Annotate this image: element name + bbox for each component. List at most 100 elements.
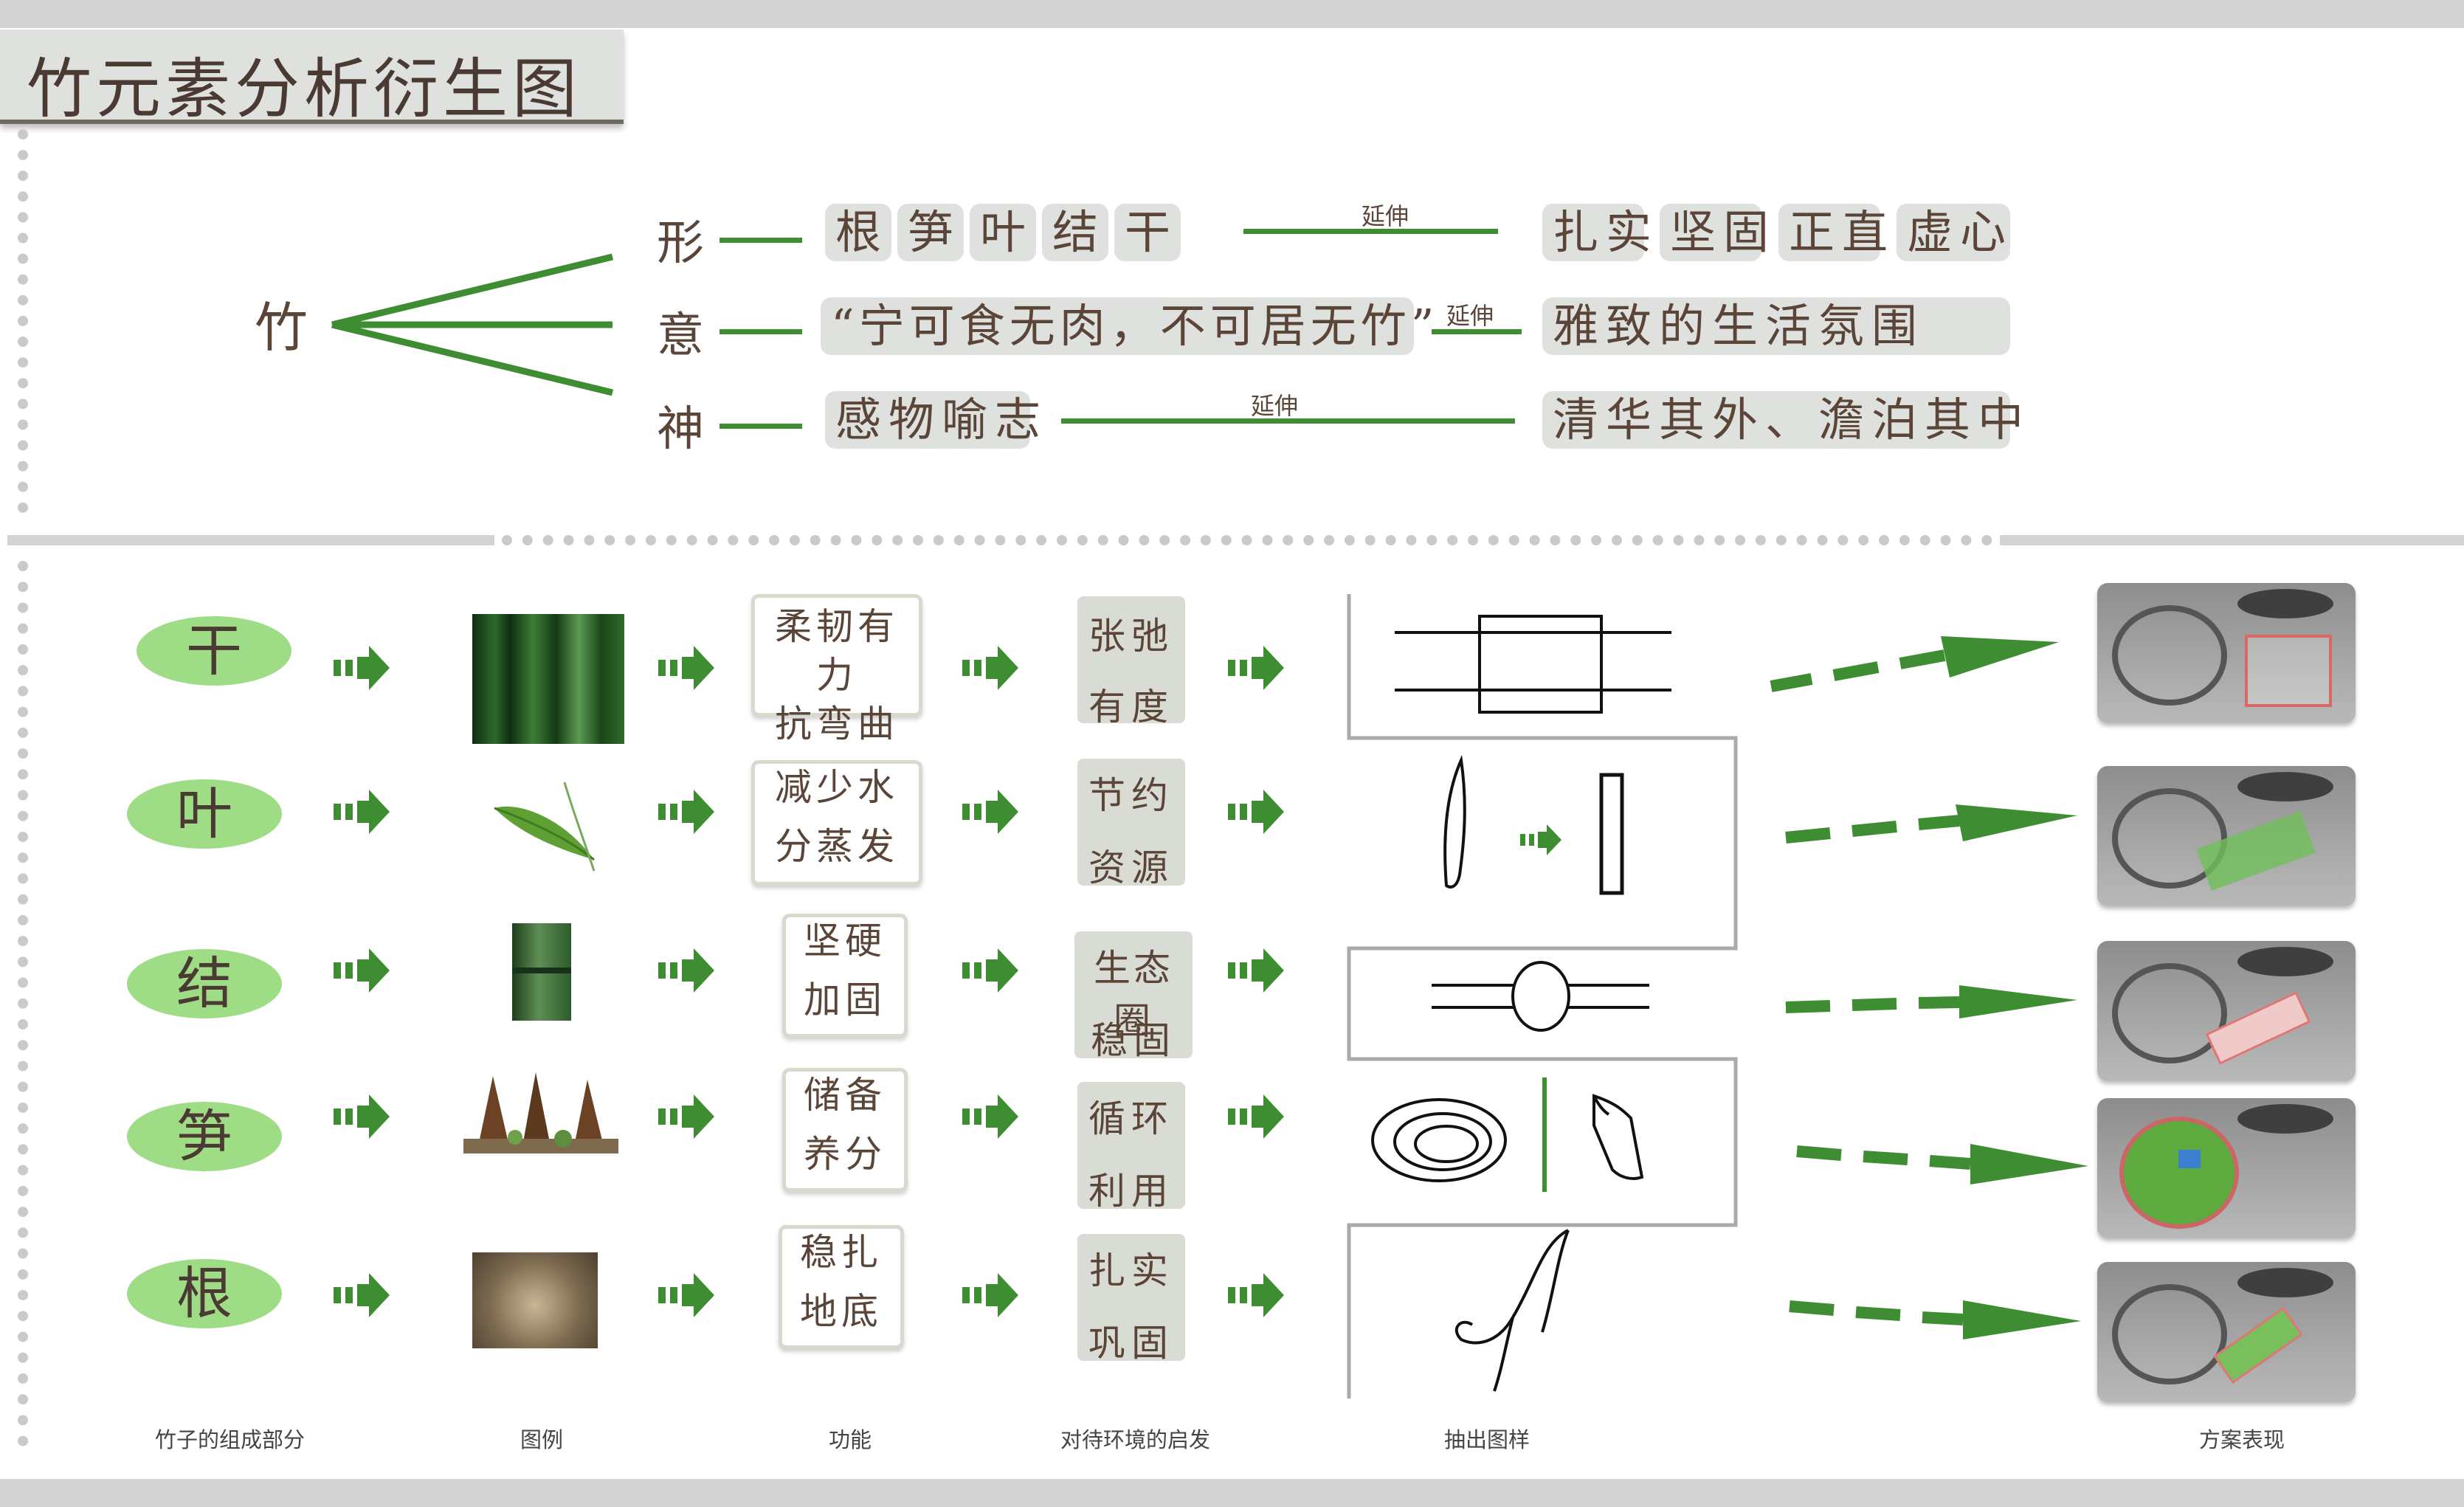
part-oval-leaf: 叶 (127, 779, 282, 849)
double-arrow-icon (962, 1273, 1018, 1317)
separator-dotted (502, 535, 1992, 545)
form-item-root: 根 (825, 204, 891, 261)
separator-right (2000, 535, 2464, 545)
double-arrow-icon (658, 1273, 714, 1317)
top-band (0, 0, 2464, 28)
function-line: 稳扎 (800, 1231, 883, 1274)
double-arrow-icon (658, 948, 714, 993)
double-arrow-icon (658, 1094, 714, 1139)
bamboo-photo (472, 614, 624, 744)
dashed-arrow-icon (1796, 1144, 2088, 1184)
double-arrow-icon (334, 790, 390, 834)
spirit-extend-line (1061, 418, 1515, 424)
dashed-arrow-icon (1789, 1300, 2081, 1339)
node-photo (512, 923, 571, 1021)
double-arrow-icon (1228, 790, 1284, 834)
function-line: 柔韧有力 (775, 605, 899, 697)
double-arrow-icon (658, 790, 714, 834)
scheme-render-4 (2097, 1098, 2356, 1238)
inspiration-line: 循环 (1088, 1097, 1174, 1140)
inspiration-box-root: 扎实 巩固 (1077, 1234, 1185, 1365)
inspiration-line: 节约 (1088, 774, 1174, 817)
function-line: 抗弯曲 (775, 703, 899, 745)
caption-legend: 图例 (520, 1427, 564, 1452)
caption-function: 功能 (829, 1427, 872, 1452)
form-result-4: 虚心 (1897, 204, 2010, 261)
form-item-trunk: 干 (1114, 204, 1181, 261)
part-oval-node: 结 (127, 949, 282, 1018)
function-line: 坚硬 (804, 920, 886, 962)
function-line: 地底 (800, 1290, 883, 1333)
spirit-item: 感物喻志 (825, 391, 1041, 449)
form-result-2: 坚固 (1660, 204, 1769, 261)
part-oval-trunk: 干 (137, 616, 291, 686)
dashed-arrow-icon (1785, 804, 2077, 844)
shoot-pattern (1371, 1094, 1644, 1182)
inspiration-line: 生态圈 (1094, 947, 1173, 1043)
leaf-pattern (1443, 754, 1466, 889)
double-arrow-icon (658, 646, 714, 690)
branch-meaning-line (719, 329, 802, 334)
inspiration-line: 稳固 (1091, 1019, 1176, 1062)
meaning-quote: “宁可食无肉，不可居无竹” (821, 297, 1434, 355)
left-dotted-border-top (18, 129, 38, 513)
function-line: 养分 (804, 1133, 886, 1176)
double-arrow-icon (334, 948, 390, 993)
double-arrow-icon (962, 948, 1018, 993)
form-item-node: 结 (1042, 204, 1108, 261)
dashed-arrow-icon (1770, 636, 2059, 692)
form-item-shoot: 笋 (897, 204, 964, 261)
double-arrow-icon (334, 1273, 390, 1317)
caption-inspiration: 对待环境的启发 (1060, 1427, 1211, 1452)
branch-meaning: 意 (657, 308, 704, 363)
meaning-extend-line (1432, 329, 1522, 334)
spirit-extend-label: 延伸 (1251, 392, 1299, 420)
dashed-arrow-icon (1785, 985, 2077, 1018)
caption-scheme: 方案表现 (2199, 1427, 2285, 1452)
double-arrow-icon (962, 646, 1018, 690)
page-title: 竹元素分析衍生图 (27, 51, 582, 127)
double-arrow-icon (962, 1094, 1018, 1139)
double-arrow-icon (1228, 948, 1284, 993)
meaning-extend-label: 延伸 (1446, 302, 1494, 330)
scheme-render-5 (2097, 1262, 2356, 1402)
branch-spirit: 神 (657, 402, 704, 457)
function-box-shoot: 储备 养分 (782, 1068, 908, 1192)
title-banner: 竹元素分析衍生图 (0, 30, 624, 127)
caption-parts: 竹子的组成部分 (155, 1427, 306, 1452)
function-line: 储备 (804, 1074, 886, 1117)
inspiration-line: 有度 (1088, 686, 1174, 728)
bottom-band (0, 1479, 2464, 1507)
function-box-root: 稳扎 地底 (779, 1225, 904, 1349)
function-line: 加固 (804, 979, 886, 1021)
bar-pattern (1599, 773, 1624, 895)
inspiration-line: 利用 (1088, 1170, 1174, 1213)
inspiration-box-shoot: 循环 利用 (1077, 1082, 1185, 1213)
root-pattern (1454, 1229, 1570, 1392)
form-extend-line (1243, 229, 1498, 234)
double-arrow-icon (334, 1094, 390, 1139)
scheme-render-1 (2097, 583, 2356, 723)
function-line: 分蒸发 (775, 825, 899, 868)
node-pattern (1432, 961, 1649, 1032)
inspiration-box-trunk: 张弛 有度 (1077, 596, 1185, 728)
leaf-photo (494, 782, 596, 872)
double-arrow-icon (1228, 1273, 1284, 1317)
double-arrow-icon (1228, 646, 1284, 690)
pattern-column (1347, 594, 1738, 1399)
scheme-render-2 (2097, 766, 2356, 906)
function-box-node: 坚硬 加固 (782, 914, 908, 1038)
inspiration-line: 巩固 (1088, 1322, 1174, 1365)
inspiration-line: 扎实 (1088, 1249, 1174, 1292)
left-dotted-border-bottom (18, 561, 38, 1446)
part-oval-root: 根 (127, 1259, 282, 1328)
double-arrow-icon (334, 646, 390, 690)
function-box-trunk: 柔韧有力 抗弯曲 (751, 594, 922, 745)
root-label: 竹 (255, 297, 308, 359)
part-oval-shoot: 笋 (127, 1102, 282, 1171)
spirit-result: 清华其外、澹泊其中 (1542, 391, 2023, 449)
branch-form-line (719, 238, 802, 243)
function-line: 减少水 (775, 766, 899, 809)
inspiration-box-leaf: 节约 资源 (1077, 759, 1185, 889)
branch-spirit-line (719, 424, 802, 429)
